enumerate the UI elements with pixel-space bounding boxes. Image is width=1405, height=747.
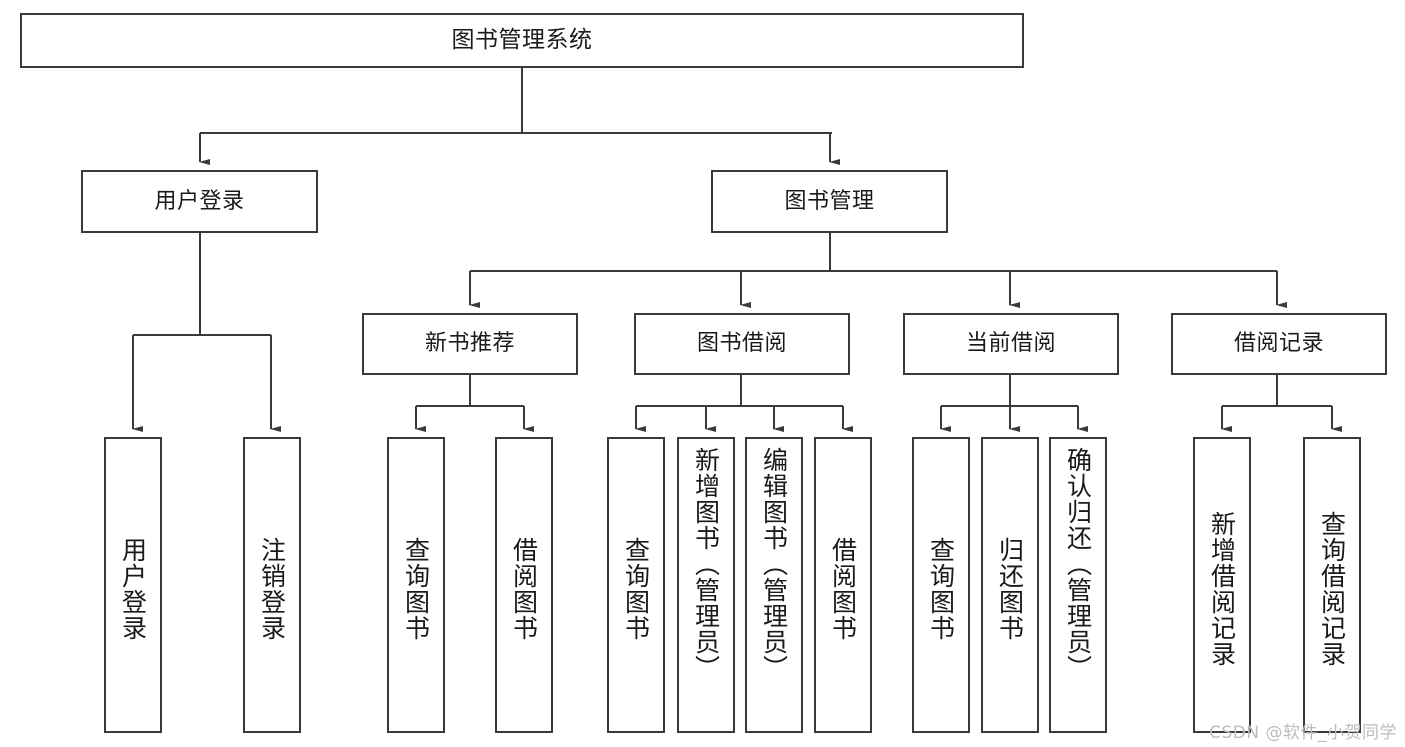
node-leaf-query-book-2-label: 查询图书	[621, 537, 651, 641]
node-leaf-borrow-book-2-label: 借阅图书	[828, 537, 858, 641]
node-leaf-edit-book-label: 编辑图书（管理员）	[759, 447, 789, 681]
node-leaf-return-book[interactable]: 归还图书	[981, 437, 1039, 733]
node-leaf-user-login-label: 用户登录	[118, 537, 148, 641]
node-new-book-recommend[interactable]: 新书推荐	[362, 313, 578, 375]
node-leaf-query-book-1-label: 查询图书	[401, 537, 431, 641]
node-leaf-confirm-return-label: 确认归还（管理员）	[1063, 447, 1093, 681]
node-leaf-confirm-return[interactable]: 确认归还（管理员）	[1049, 437, 1107, 733]
node-book-borrow[interactable]: 图书借阅	[634, 313, 850, 375]
node-root-label: 图书管理系统	[451, 27, 593, 54]
node-root[interactable]: 图书管理系统	[20, 13, 1024, 68]
node-new-book-recommend-label: 新书推荐	[424, 331, 515, 357]
node-user-login-label: 用户登录	[154, 188, 245, 214]
node-leaf-user-login[interactable]: 用户登录	[104, 437, 162, 733]
node-current-borrow-label: 当前借阅	[965, 331, 1056, 357]
node-leaf-query-book-1[interactable]: 查询图书	[387, 437, 445, 733]
node-borrow-record-label: 借阅记录	[1233, 331, 1324, 357]
node-user-login[interactable]: 用户登录	[81, 170, 318, 233]
node-leaf-logout-login[interactable]: 注销登录	[243, 437, 301, 733]
node-leaf-query-book-3-label: 查询图书	[926, 537, 956, 641]
node-borrow-record[interactable]: 借阅记录	[1171, 313, 1387, 375]
node-leaf-borrow-book-1-label: 借阅图书	[509, 537, 539, 641]
node-leaf-return-book-label: 归还图书	[995, 537, 1025, 641]
node-leaf-query-book-2[interactable]: 查询图书	[607, 437, 665, 733]
node-leaf-add-record-label: 新增借阅记录	[1207, 511, 1237, 667]
node-leaf-edit-book[interactable]: 编辑图书（管理员）	[745, 437, 803, 733]
node-current-borrow[interactable]: 当前借阅	[903, 313, 1119, 375]
node-book-borrow-label: 图书借阅	[696, 331, 787, 357]
node-leaf-borrow-book-2[interactable]: 借阅图书	[814, 437, 872, 733]
node-leaf-add-record[interactable]: 新增借阅记录	[1193, 437, 1251, 733]
node-book-manage-label: 图书管理	[784, 188, 875, 214]
node-leaf-query-book-3[interactable]: 查询图书	[912, 437, 970, 733]
node-leaf-logout-login-label: 注销登录	[257, 537, 287, 641]
node-leaf-borrow-book-1[interactable]: 借阅图书	[495, 437, 553, 733]
csdn-watermark: CSDN @软件_小贺同学	[1209, 723, 1397, 743]
node-leaf-query-record-label: 查询借阅记录	[1317, 511, 1347, 667]
node-leaf-query-record[interactable]: 查询借阅记录	[1303, 437, 1361, 733]
node-leaf-add-book-label: 新增图书（管理员）	[691, 447, 721, 681]
node-book-manage[interactable]: 图书管理	[711, 170, 948, 233]
node-leaf-add-book[interactable]: 新增图书（管理员）	[677, 437, 735, 733]
